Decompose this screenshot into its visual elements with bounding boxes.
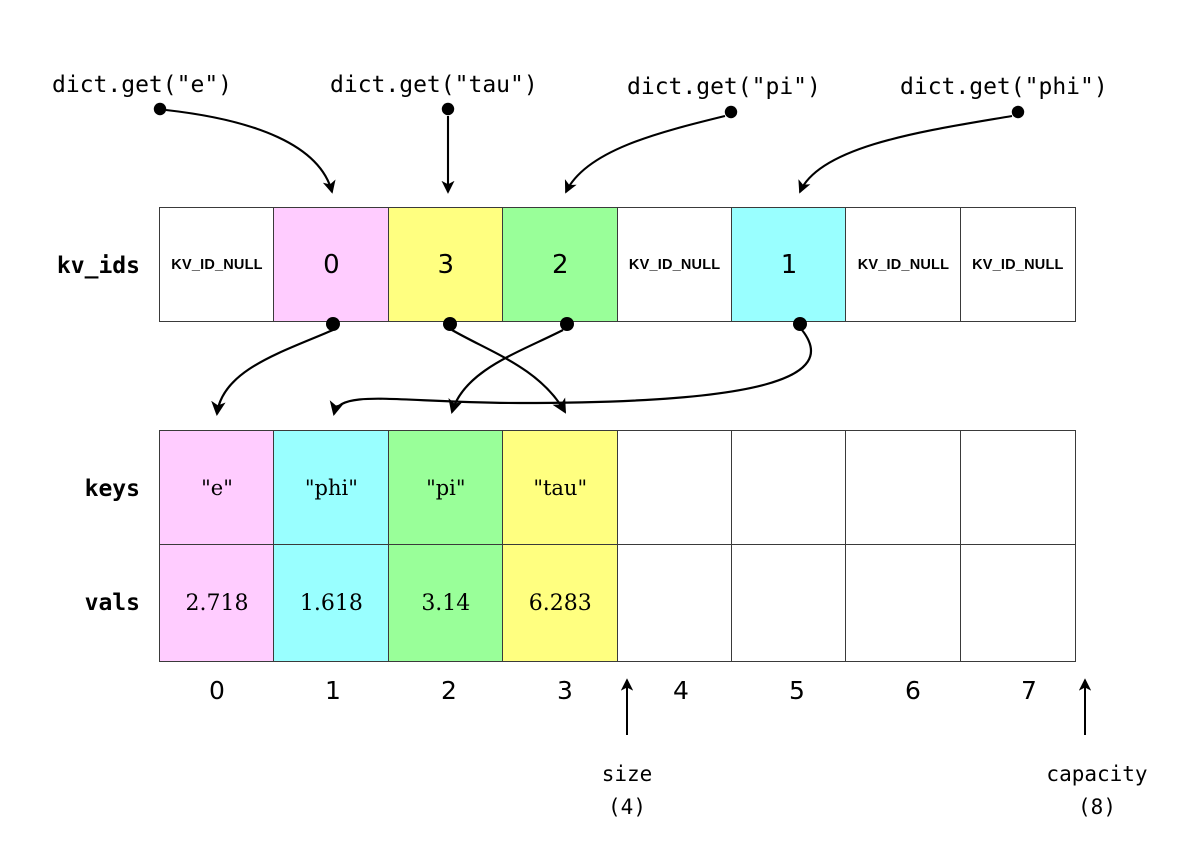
arrow-phi-to-slot5 (798, 114, 1013, 194)
index-label-5: 5 (789, 676, 805, 705)
keys-cell-1[interactable]: "phi" (273, 430, 390, 546)
row-label-kv-ids: kv_ids (56, 253, 140, 279)
keys-cell-3[interactable]: "tau" (502, 430, 619, 546)
keys-cell-5[interactable] (731, 430, 848, 546)
keys-cell-4[interactable] (616, 430, 733, 546)
keys-cell-2[interactable]: "pi" (387, 430, 504, 546)
array-keys: "e" "phi" "pi" "tau" (159, 430, 1087, 546)
index-label-4: 4 (673, 676, 689, 705)
vals-cell-3[interactable]: 6.283 (502, 544, 619, 663)
kv-ids-cell-4[interactable]: KV_ID_NULL (616, 207, 733, 322)
capacity-marker-label: capacity (1046, 762, 1148, 786)
vals-cell-1[interactable]: 1.618 (273, 544, 390, 663)
vals-cell-0[interactable]: 2.718 (159, 544, 275, 663)
kv-ids-cell-5[interactable]: 1 (731, 207, 848, 322)
arrow-slot1-to-store0 (211, 328, 334, 417)
kv-ids-cell-1[interactable]: 0 (273, 207, 390, 322)
lookup-call-label-pi: dict.get("pi") (627, 74, 821, 100)
kv-ids-cell-3[interactable]: 2 (502, 207, 619, 322)
index-label-7: 7 (1021, 676, 1037, 705)
row-label-vals: vals (84, 590, 140, 616)
size-marker-value: (4) (608, 795, 646, 819)
vals-cell-2[interactable]: 3.14 (387, 544, 504, 663)
size-marker-label: size (601, 762, 653, 786)
vals-cell-6[interactable] (845, 544, 962, 663)
keys-cell-6[interactable] (845, 430, 962, 546)
lookup-call-label-e: dict.get("e") (52, 72, 233, 98)
call-dot-e (153, 102, 167, 116)
lookup-call-label-phi: dict.get("phi") (900, 74, 1108, 100)
lookup-call-label-tau: dict.get("tau") (330, 72, 538, 98)
index-label-3: 3 (557, 676, 573, 705)
arrow-pi-to-slot3 (564, 114, 726, 194)
keys-cell-0[interactable]: "e" (159, 430, 275, 546)
arrow-e-to-slot1 (165, 108, 336, 194)
arrow-slot3-to-store2 (448, 329, 564, 414)
vals-cell-5[interactable] (731, 544, 848, 663)
kv-ids-cell-7[interactable]: KV_ID_NULL (959, 207, 1076, 322)
call-dot-phi (1011, 105, 1025, 119)
array-kv-ids: KV_ID_NULL 0 3 2 KV_ID_NULL 1 KV_ID_NULL… (159, 207, 1087, 322)
index-label-0: 0 (209, 676, 225, 705)
call-dot-tau (441, 102, 455, 116)
capacity-marker-value: (8) (1078, 795, 1116, 819)
kv-ids-cell-0[interactable]: KV_ID_NULL (159, 207, 275, 322)
arrow-slot2-to-store3 (451, 329, 567, 414)
arrow-slot5-to-store1 (329, 329, 813, 416)
index-label-6: 6 (905, 676, 921, 705)
call-dot-pi (724, 105, 738, 119)
vals-cell-7[interactable] (959, 544, 1076, 663)
vals-cell-4[interactable] (616, 544, 733, 663)
index-label-2: 2 (441, 676, 457, 705)
kv-ids-cell-2[interactable]: 3 (387, 207, 504, 322)
array-vals: 2.718 1.618 3.14 6.283 (159, 544, 1087, 663)
kv-ids-cell-6[interactable]: KV_ID_NULL (845, 207, 962, 322)
row-label-keys: keys (84, 476, 140, 502)
index-label-1: 1 (325, 676, 341, 705)
keys-cell-7[interactable] (959, 430, 1076, 546)
